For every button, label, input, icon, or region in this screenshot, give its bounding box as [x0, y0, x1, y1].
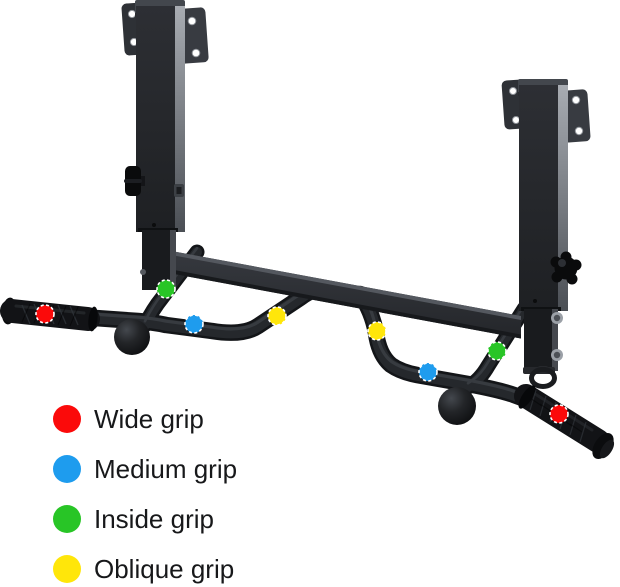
- right-post-adjust-knob: [550, 251, 582, 285]
- marker-oblique-grip: [367, 321, 387, 341]
- ball-knob-right: [438, 387, 476, 425]
- screw-hole: [574, 126, 584, 136]
- marker-wide-grip: [35, 304, 55, 324]
- marker-medium-grip: [418, 362, 438, 382]
- grip-markers: [35, 279, 569, 424]
- legend-label: Inside grip: [94, 504, 214, 534]
- right-handle-grip: [514, 384, 615, 460]
- left-post-bolt: [174, 184, 184, 197]
- right-post-hex-bolt: [551, 312, 563, 324]
- left-post-inner-tube: [142, 230, 170, 290]
- screw-hole: [512, 116, 520, 124]
- inside-grip-color-swatch: [53, 505, 81, 533]
- screw-hole: [187, 16, 197, 26]
- legend-item-inside-grip: Inside grip: [53, 494, 237, 544]
- pin-hole: [533, 299, 537, 303]
- legend-item-wide-grip: Wide grip: [53, 394, 237, 444]
- oblique-grip-color-swatch: [53, 555, 81, 583]
- screw-hole: [571, 95, 581, 105]
- legend-label: Wide grip: [94, 404, 204, 434]
- screw-hole: [191, 48, 201, 58]
- marker-inside-grip: [156, 279, 176, 299]
- medium-grip-color-swatch: [53, 455, 81, 483]
- legend-label: Oblique grip: [94, 554, 235, 584]
- inner-bolt: [140, 269, 146, 275]
- wide-grip-color-swatch: [53, 405, 81, 433]
- pin-hole: [152, 223, 156, 227]
- right-post-inner-tube: [524, 309, 552, 371]
- d-ring-hook: [529, 366, 557, 389]
- left-post: [121, 0, 209, 290]
- right-post-hex-bolt: [551, 349, 563, 361]
- ball-knob-left: [114, 319, 150, 355]
- grip-collar: [88, 306, 98, 332]
- legend-label: Medium grip: [94, 454, 238, 484]
- marker-wide-grip: [549, 404, 569, 424]
- marker-inside-grip: [487, 341, 507, 361]
- left-post-adjust-knob: [124, 166, 145, 196]
- legend-item-medium-grip: Medium grip: [53, 444, 237, 494]
- cross-tube: [166, 250, 521, 339]
- right-post: [501, 79, 591, 389]
- screw-hole: [127, 9, 137, 19]
- screw-hole: [509, 87, 517, 95]
- marker-oblique-grip: [267, 306, 287, 326]
- legend-item-oblique-grip: Oblique grip: [53, 544, 237, 587]
- grip-collar: [518, 385, 536, 409]
- marker-medium-grip: [184, 314, 204, 334]
